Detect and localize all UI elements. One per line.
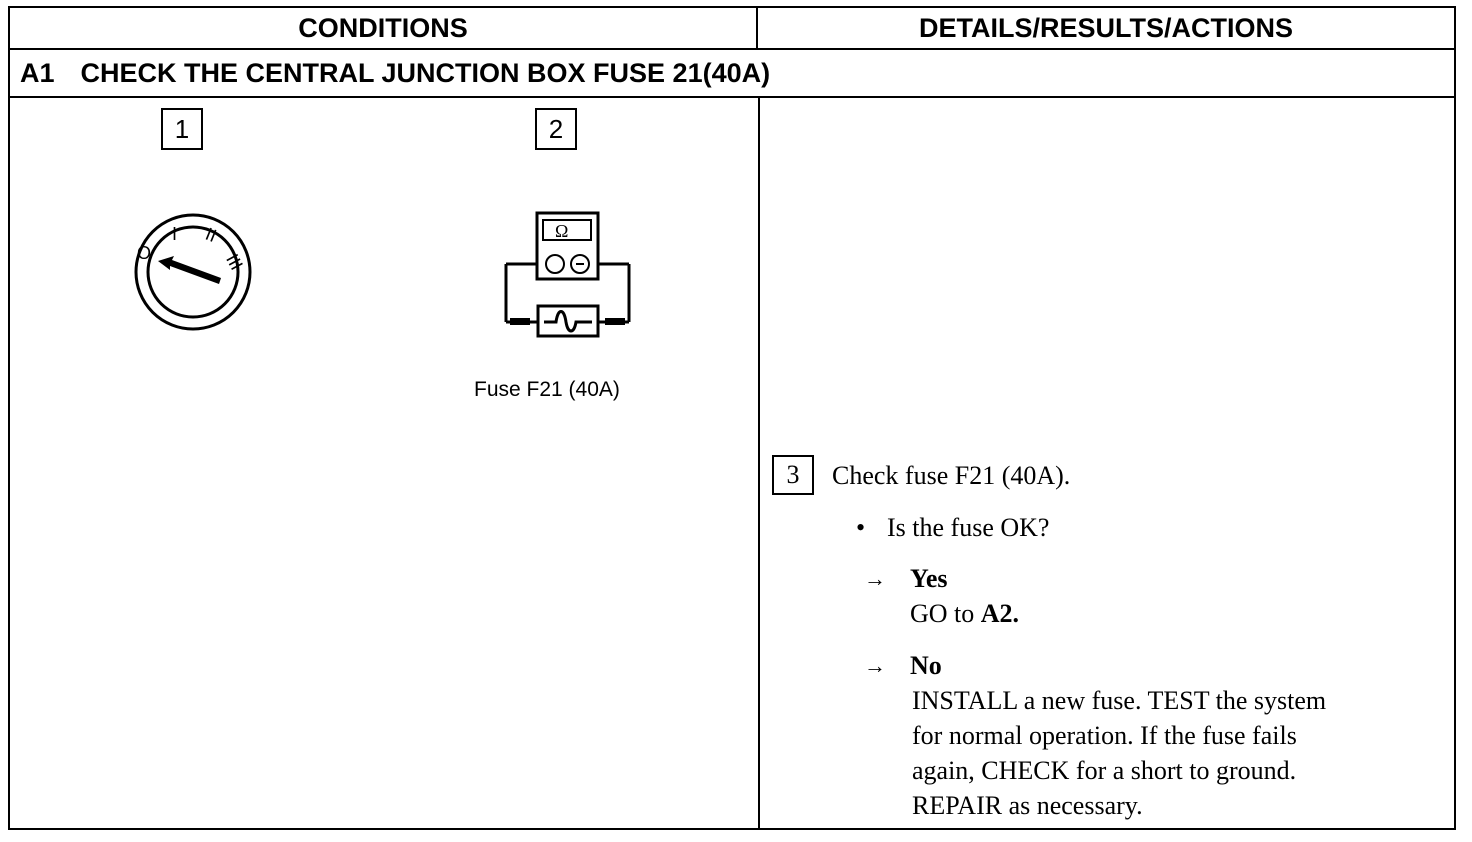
question-text: Is the fuse OK?	[887, 513, 1050, 542]
yes-arrow-icon: →	[864, 566, 886, 591]
yes-label: Yes	[910, 564, 948, 593]
no-action-line-3: again, CHECK for a short to ground.	[912, 756, 1297, 785]
step-box-3: 3	[772, 455, 814, 495]
no-action-line-2: for normal operation. If the fuse fails	[912, 721, 1297, 750]
conditions-header: CONDITIONS	[10, 8, 758, 50]
step-title: A1 CHECK THE CENTRAL JUNCTION BOX FUSE 2…	[10, 50, 1454, 98]
no-label: No	[910, 651, 942, 680]
instruction-text: Check fuse F21 (40A).	[832, 461, 1071, 490]
no-arrow-icon: →	[864, 653, 886, 678]
question-bullet: •	[856, 513, 866, 542]
step-title-text: CHECK THE CENTRAL JUNCTION BOX FUSE 21(4…	[80, 57, 771, 88]
no-action-line-4: REPAIR as necessary.	[912, 791, 1143, 820]
details-header: DETAILS/RESULTS/ACTIONS	[758, 8, 1454, 50]
ohmmeter-fuse-test-icon	[504, 211, 631, 338]
step-box-2: 2	[535, 108, 577, 150]
no-action-line-1: INSTALL a new fuse. TEST the system	[912, 686, 1327, 715]
ignition-pos-0: O	[137, 243, 152, 263]
yes-action: GO to A2.	[910, 596, 1019, 631]
step-box-1: 1	[161, 108, 203, 150]
ohm-symbol: Ω	[555, 221, 569, 241]
step-code: A1	[20, 57, 55, 88]
ignition-pos-1: I	[172, 224, 178, 244]
yes-action-prefix: GO to	[910, 599, 975, 628]
ignition-switch-off-icon	[134, 213, 252, 331]
diagnostic-table: CONDITIONS DETAILS/RESULTS/ACTIONS A1 CH…	[8, 6, 1456, 830]
fuse-caption: Fuse F21 (40A)	[474, 378, 620, 401]
column-divider	[758, 98, 760, 828]
yes-action-target: A2.	[980, 599, 1020, 628]
